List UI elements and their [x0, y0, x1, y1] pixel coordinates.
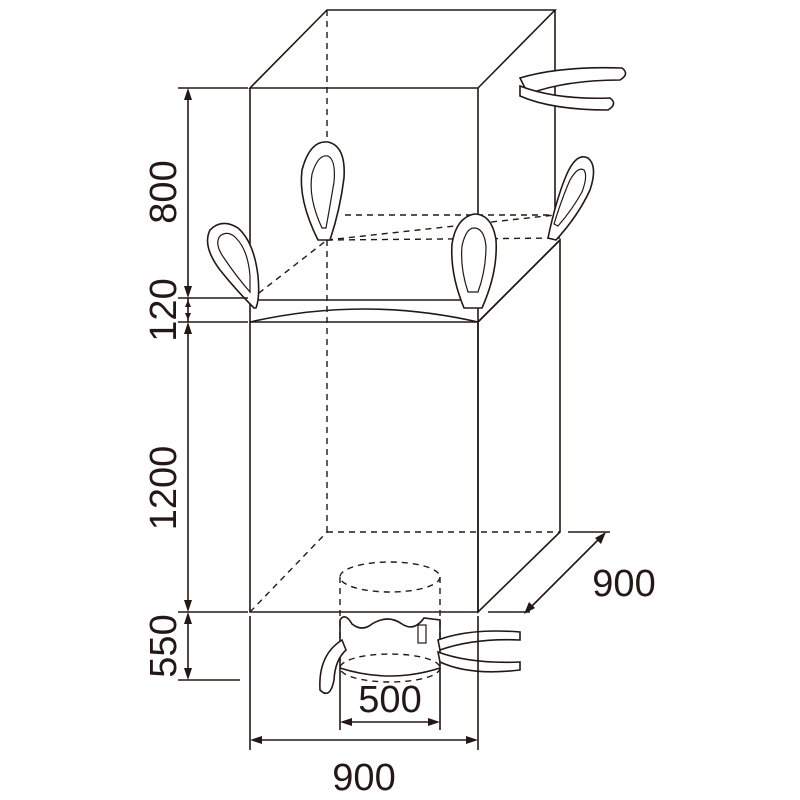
arrow-icon: [184, 88, 192, 100]
label-top-panel-height: 120: [143, 278, 185, 341]
label-depth: 900: [592, 563, 655, 605]
body-top-curve: [249, 308, 479, 323]
spout-top-opening: [339, 561, 441, 593]
top-panel-left-dash: [249, 239, 328, 301]
arrow-icon: [428, 718, 440, 726]
arrow-icon: [184, 668, 192, 680]
label-spout-height: 550: [143, 614, 185, 677]
spout-bottom-ring: [339, 653, 441, 683]
body-right-face: [477, 238, 561, 614]
spout-tie-left-icon: [319, 638, 347, 695]
arrow-icon: [595, 532, 606, 544]
skirt-top-opening: [248, 9, 557, 89]
lifting-loop-back-left-icon: [300, 141, 345, 241]
arrow-icon: [466, 736, 478, 744]
label-spout-diameter: 500: [358, 679, 421, 721]
label-body-height: 1200: [143, 446, 185, 531]
lifting-loops: [206, 66, 627, 309]
spout-tie-right-upper-icon: [437, 630, 521, 652]
body-front-face: [249, 321, 479, 613]
spout-tube: [339, 616, 441, 677]
arrow-icon: [184, 286, 192, 298]
dim-line-depth-900: [527, 535, 603, 611]
lifting-loop-back-right-icon: [547, 156, 595, 241]
dimension-lines: [178, 87, 610, 750]
arrow-icon: [184, 600, 192, 612]
label-top-skirt-height: 800: [143, 160, 185, 223]
spout-tie-right-lower-icon: [436, 650, 521, 673]
arrow-icon: [184, 612, 192, 624]
dimension-labels: 800 120 1200 550 900 500 900: [143, 160, 656, 799]
body-hidden-left-bottom-edge: [249, 531, 328, 613]
top-panel-back-dash: [326, 237, 561, 241]
arrow-icon: [185, 300, 191, 307]
label-width: 900: [332, 757, 395, 799]
arrow-icon: [250, 736, 262, 744]
side-strap-top-right-icon: [518, 66, 627, 111]
top-skirt: [248, 9, 557, 322]
arrow-icon: [185, 313, 191, 320]
lifting-loop-front-right-icon: [450, 213, 498, 309]
discharge-spout: [319, 561, 521, 695]
arrow-icon: [340, 718, 352, 726]
arrow-icon: [184, 322, 192, 334]
lifting-loop-front-left-icon: [206, 222, 260, 309]
skirt-back-bottom-edge: [326, 214, 556, 241]
arrow-icon: [524, 602, 535, 614]
spout-buckle-icon: [417, 624, 427, 644]
bag-body: [249, 238, 561, 614]
